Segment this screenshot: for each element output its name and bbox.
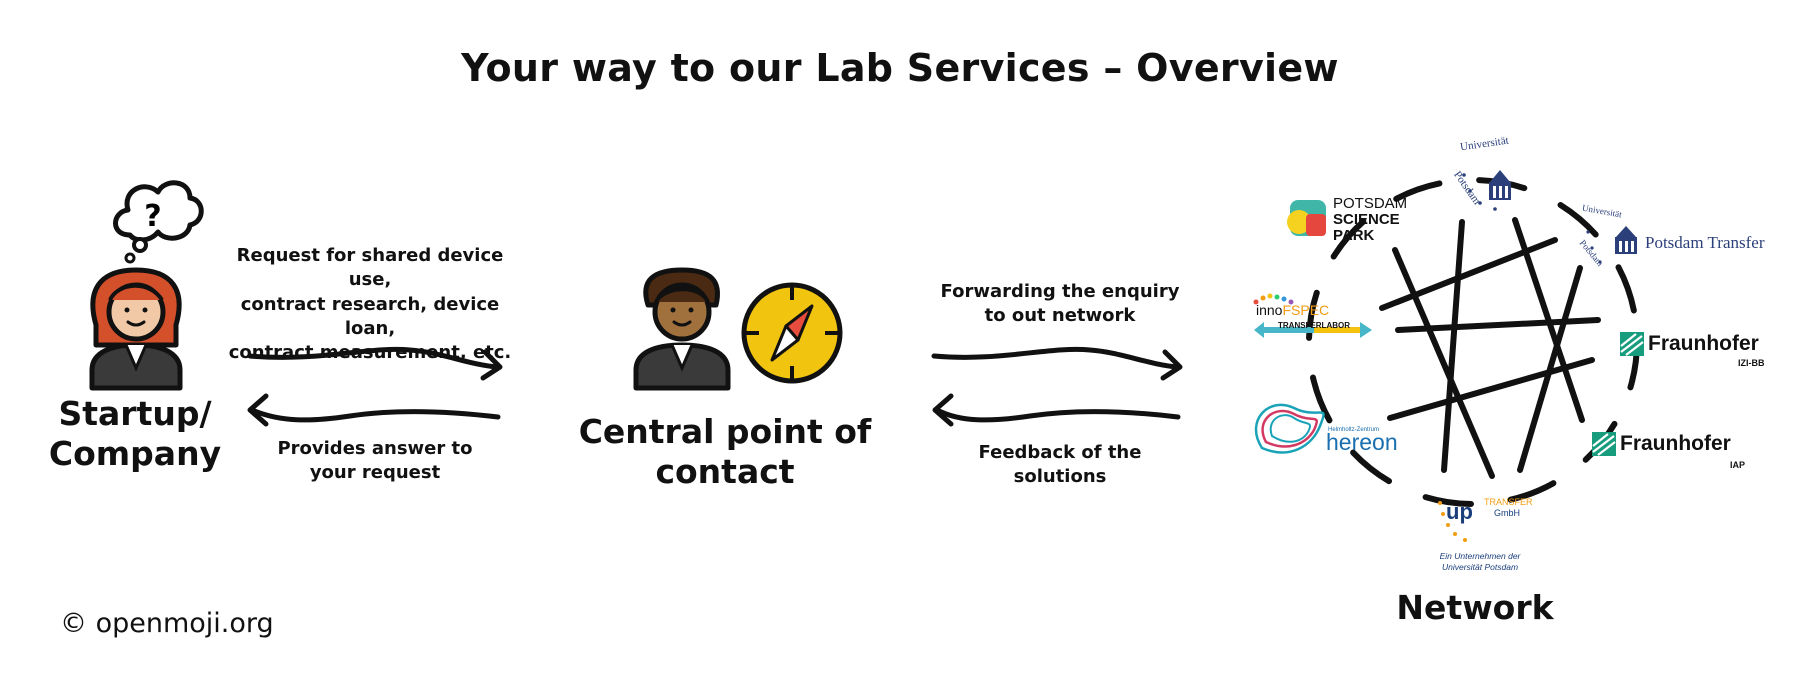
- page-title: Your way to our Lab Services – Overview: [461, 46, 1339, 90]
- hereon-name: hereon: [1326, 429, 1398, 455]
- up-transfer-note2: Universität Potsdam: [1441, 562, 1519, 573]
- university-potsdam-seal-icon: [1462, 170, 1511, 211]
- thinking-bubble-icon: ?: [113, 180, 204, 264]
- credit-text: © openmoji.org: [60, 608, 274, 639]
- psp-line2: SCIENCE: [1333, 210, 1400, 228]
- hereon-logo: [1254, 403, 1325, 454]
- hereon-small: Helmholtz-Zentrum: [1328, 427, 1380, 433]
- arrow-answer-head: [247, 393, 269, 427]
- fraunhofer-iap-name: Fraunhofer: [1620, 432, 1731, 455]
- fraunhofer-izi-logo: [1620, 332, 1644, 356]
- forward-text-line: to out network: [984, 305, 1136, 327]
- psp-line1: POTSDAM: [1333, 195, 1408, 212]
- arrow-feedback-head: [932, 393, 954, 427]
- up-transfer-up: up: [1446, 499, 1473, 524]
- answer-text: Provides answer to your request: [245, 437, 505, 486]
- startup-label-line2: Company: [48, 434, 222, 474]
- innofspec-logo: [1253, 293, 1372, 338]
- potsdam-transfer-name: Potsdam Transfer: [1645, 233, 1765, 252]
- psp-line3: PARK: [1333, 226, 1375, 244]
- answer-text-line: your request: [309, 462, 441, 484]
- request-text-line: Request for shared device use,: [236, 245, 504, 291]
- potsdam-science-park-logo: [1287, 200, 1326, 236]
- forward-text: Forwarding the enquiry to out network: [930, 280, 1190, 329]
- innofspec-name-b: FSPEC: [1282, 302, 1330, 318]
- forward-text-line: Forwarding the enquiry: [940, 281, 1180, 302]
- arrow-forward-head: [1160, 349, 1183, 381]
- request-text: Request for shared device use, contract …: [220, 244, 520, 365]
- arrow-request-head: [480, 349, 503, 381]
- fraunhofer-izi-name: Fraunhofer: [1648, 332, 1759, 355]
- innofspec-sub: TRANSFERLABOR: [1278, 321, 1350, 330]
- innofspec-name: innoFSPEC: [1256, 302, 1329, 318]
- network-lines: [1379, 217, 1601, 479]
- arrow-feedback: [934, 407, 1181, 423]
- businesswoman-icon: [89, 267, 183, 391]
- fraunhofer-iap-sub: IAP: [1730, 460, 1746, 470]
- up-transfer-gmbh: GmbH: [1494, 508, 1521, 518]
- arrow-request: [247, 346, 501, 370]
- startup-label-line1: Startup/: [58, 394, 212, 433]
- answer-text-line: Provides answer to: [277, 438, 473, 459]
- potsdam-transfer-seal-icon: [1586, 226, 1637, 264]
- up-transfer-transfer: TRANSFER: [1484, 497, 1533, 507]
- compass-icon: [741, 282, 843, 384]
- up-transfer-note: Ein Unternehmen der Universität Potsdam: [1420, 551, 1540, 574]
- innofspec-name-a: inno: [1256, 302, 1283, 318]
- central-contact-label: Central point of contact: [578, 412, 872, 492]
- svg-text:?: ?: [144, 199, 161, 234]
- startup-label: Startup/ Company: [40, 394, 230, 475]
- arrow-answer: [249, 407, 501, 423]
- fraunhofer-iap-logo: [1592, 432, 1616, 456]
- request-text-line: contract measurement, etc.: [228, 342, 512, 364]
- up-transfer-logo: [1438, 501, 1467, 542]
- feedback-text: Feedback of the solutions: [978, 442, 1142, 488]
- businessman-icon: [633, 267, 731, 391]
- network-label: Network: [1396, 588, 1554, 627]
- potsdam-science-park-text: POTSDAM SCIENCE PARK: [1333, 196, 1407, 243]
- request-text-line: contract research, device loan,: [240, 293, 500, 339]
- fraunhofer-izi-sub: IZI-BB: [1738, 358, 1765, 368]
- arrow-forward: [931, 346, 1181, 370]
- up-transfer-note1: Ein Unternehmen der: [1439, 551, 1521, 561]
